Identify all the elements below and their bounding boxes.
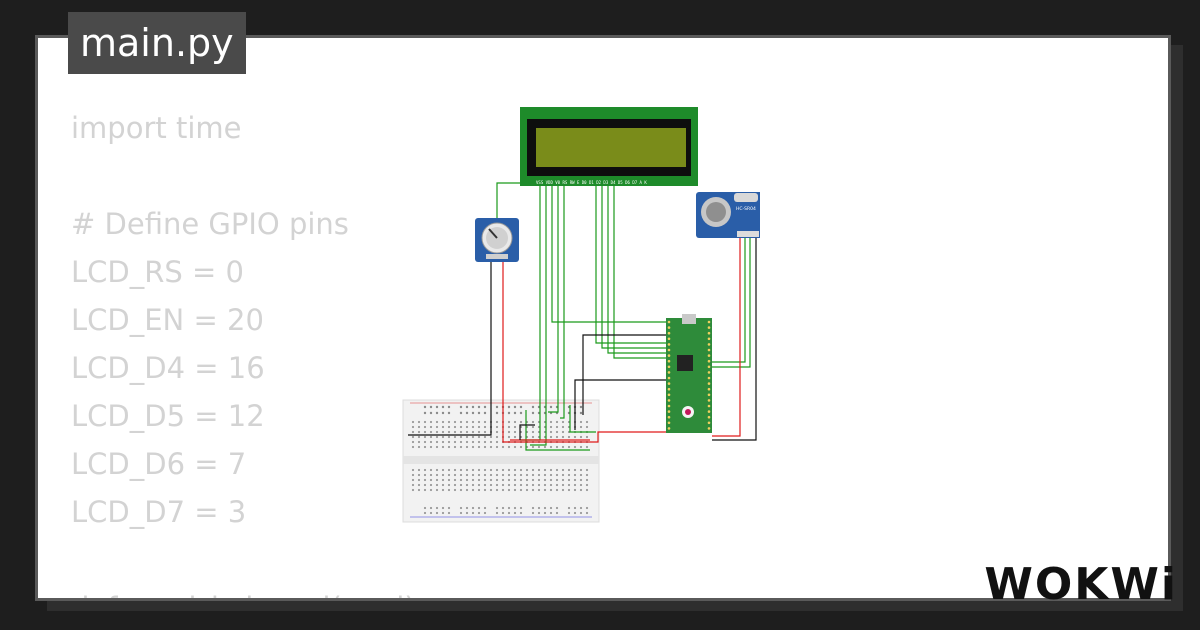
- code-line: LCD_D6 = 7: [71, 447, 247, 481]
- code-line: # Define GPIO pins: [71, 207, 349, 241]
- circuit-diagram: VSS VDD V0 RS RW E D0 D1 D2 D3 D4 D5 D6 …: [402, 107, 760, 523]
- pico-board: [666, 314, 712, 433]
- lcd-display: VSS VDD V0 RS RW E D0 D1 D2 D3 D4 D5 D6 …: [520, 107, 698, 186]
- code-line: [71, 152, 425, 200]
- code-line: LCD_EN = 20: [71, 303, 264, 337]
- file-tab[interactable]: main.py: [68, 12, 246, 74]
- code-line: import time: [71, 111, 242, 145]
- wokwi-logo: WOKWi: [984, 559, 1178, 610]
- code-line: def send_lcd_cmd(cmd):: [71, 584, 425, 598]
- wires: [408, 182, 757, 451]
- code-line: LCD_D5 = 12: [71, 399, 265, 433]
- sensor-label: HC-SR04: [736, 206, 756, 212]
- potentiometer: [475, 218, 519, 262]
- code-line: [71, 536, 425, 584]
- code-line: LCD_RS = 0: [71, 255, 244, 289]
- code-line: LCD_D7 = 3: [71, 495, 247, 529]
- lcd-pin-labels: VSS VDD V0 RS RW E D0 D1 D2 D3 D4 D5 D6 …: [536, 180, 647, 185]
- code-line: LCD_D4 = 16: [71, 351, 265, 385]
- ultrasonic-sensor: HC-SR04: [696, 192, 760, 238]
